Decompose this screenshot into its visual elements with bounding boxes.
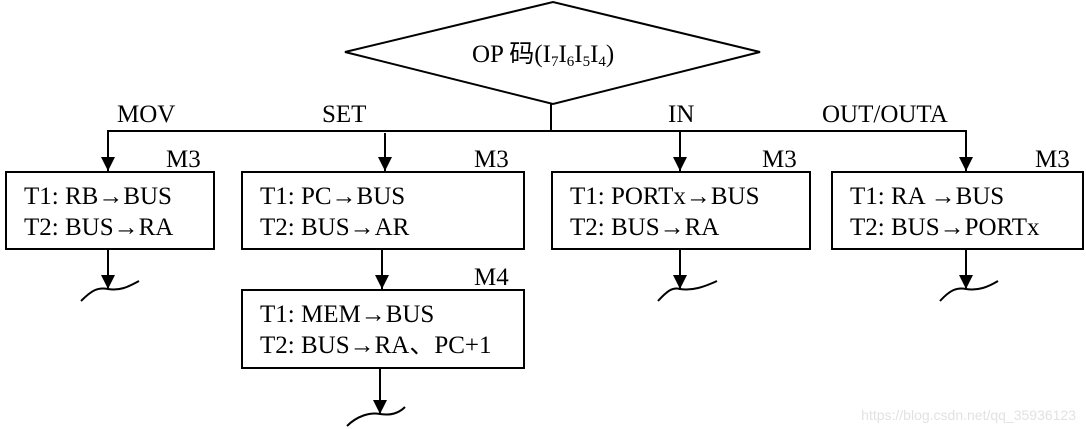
decision-label: OP 码(I7I6I5I4) [472,42,614,75]
step-box-set: T1: PC→BUS T2: BUS→AR [241,171,525,250]
arrowhead-set-m4 [375,275,389,289]
exit-mov [80,249,140,302]
step-line-t2: T2: BUS→RA、PC+1 [260,332,492,359]
step-line-t2: T2: BUS→RA [570,214,720,241]
branch-bus-line [107,130,967,171]
bit-i7: I7 [542,41,559,70]
step-box-in: T1: PORTx→BUS T2: BUS→RA [551,171,811,250]
step-box-out: T1: RA →BUS T2: BUS→PORTx [831,171,1084,250]
step-line-t1: T1: PC→BUS [260,183,406,210]
branch-label-out: OUT/OUTA [822,101,948,128]
step-line-t2: T2: BUS→RA [24,214,174,241]
arrowhead-out [959,157,973,171]
cycle-tag-mov: M3 [166,146,201,173]
cycle-tag-set-m4: M4 [474,264,509,291]
step-box-mov: T1: RB→BUS T2: BUS→RA [5,171,215,250]
step-line-t1: T1: RB→BUS [24,183,172,210]
exit-in [657,249,718,302]
decision-op-label: OP 码 [472,41,535,68]
cycle-tag-set: M3 [474,146,509,173]
step-line-t2: T2: BUS→PORTx [850,214,1040,241]
decision-paren-open: ( [534,41,543,68]
branch-label-mov: MOV [117,101,176,128]
step-line-t1: T1: PORTx→BUS [570,183,760,210]
branch-label-in: IN [668,101,695,128]
watermark: https://blog.csdn.net/qq_35936123 [861,407,1076,423]
decision-paren-close: ) [605,41,615,68]
cycle-tag-out: M3 [1035,146,1070,173]
step-box-set-m4: T1: MEM→BUS T2: BUS→RA、PC+1 [241,289,525,369]
step-line-t1: T1: RA →BUS [850,183,1005,210]
arrowhead-in [673,157,687,171]
exit-set-m4 [346,368,406,427]
bit-i6: I6 [558,41,575,70]
step-line-t1: T1: MEM→BUS [260,301,435,328]
branch-label-set: SET [322,101,367,128]
arrowhead-set [378,157,392,171]
arrowhead-mov [101,157,115,171]
step-line-t2: T2: BUS→AR [260,214,410,241]
cycle-tag-in: M3 [762,146,797,173]
exit-out [939,249,999,302]
bit-i4: I4 [590,41,606,70]
decision-diamond [344,0,761,106]
bit-i5: I5 [574,41,591,70]
